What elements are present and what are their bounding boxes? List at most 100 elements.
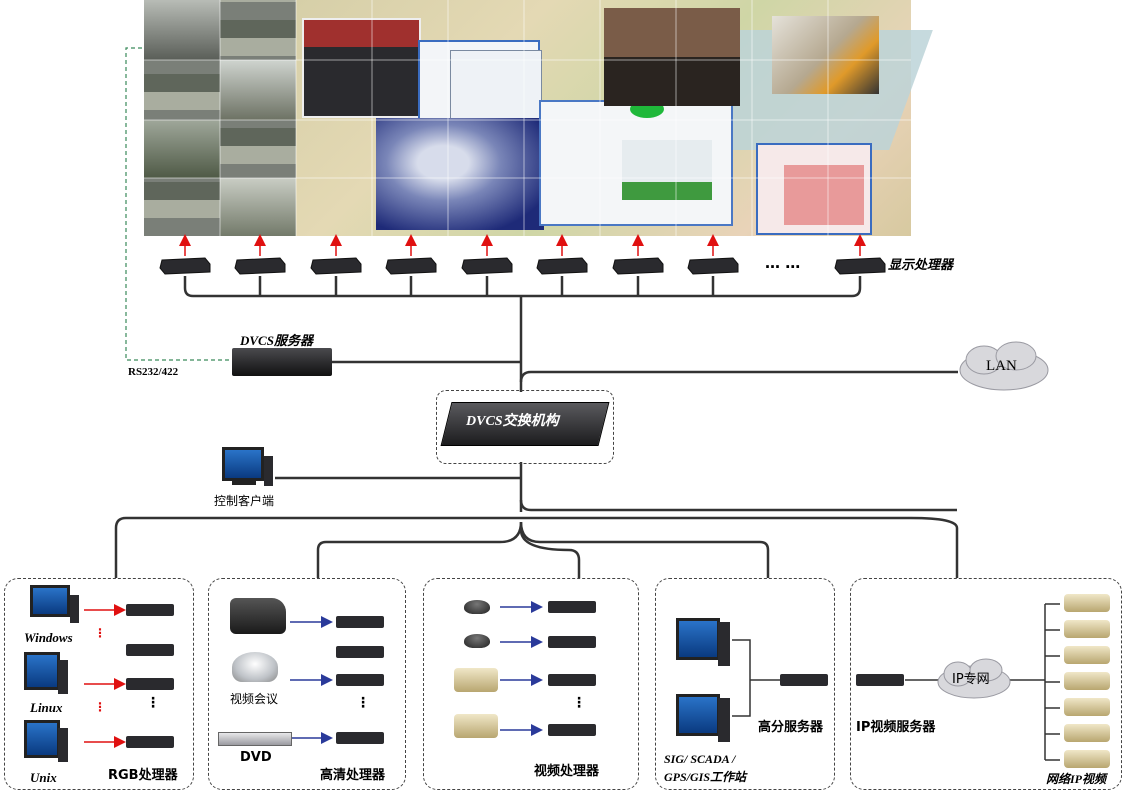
rgb-red-dots-2: ⋮: [94, 700, 106, 714]
ip-camera-2: [1064, 620, 1110, 638]
unix-pc-tower: [58, 728, 68, 762]
dvcs-server-device: [232, 348, 332, 376]
workstation-monitor-1: [676, 618, 720, 660]
display-processor-7: [612, 257, 664, 275]
display-processor-9: [834, 257, 886, 275]
video-processor-4: [548, 724, 596, 736]
waveform-panel: [622, 140, 712, 200]
satellite-image: [376, 118, 544, 230]
ip-camera-1: [1064, 594, 1110, 612]
rgb-processor-4: [126, 736, 174, 748]
dvd-player-icon: [218, 732, 292, 746]
hd-processor-2: [336, 646, 384, 658]
video-processor-3: [548, 674, 596, 686]
ip-camera-4: [1064, 672, 1110, 690]
rgb-red-dots-1: ⋮: [94, 626, 106, 640]
rgb-processor-label: RGB处理器: [108, 768, 178, 783]
control-client-stand: [232, 480, 256, 485]
control-client-tower: [264, 456, 273, 486]
conference-camera-icon: [232, 652, 278, 682]
box-camera-1: [454, 668, 498, 692]
workstation-zone: [655, 578, 835, 790]
video-processor-label: 视频处理器: [534, 764, 600, 779]
video-wall: [144, 0, 933, 236]
dvcs-server-label: DVCS服务器: [240, 333, 313, 348]
video-meeting-window: [604, 8, 740, 106]
ip-video-server-label: IP视频服务器: [856, 720, 936, 735]
linux-pc-monitor: [24, 652, 60, 690]
display-processors: [159, 257, 886, 275]
video-conference-label: 视频会议: [230, 692, 279, 706]
hd-zone: [208, 578, 406, 790]
windows-label: Windows: [24, 630, 73, 645]
hd-processor-1: [336, 616, 384, 628]
display-processor-1: [159, 257, 211, 275]
data-table-highlight: [784, 165, 864, 225]
display-processor-5: [461, 257, 513, 275]
ip-camera-3: [1064, 646, 1110, 664]
workstation-monitor-2: [676, 694, 720, 736]
display-processor-2: [234, 257, 286, 275]
meeting-window: [302, 18, 421, 118]
hd-processor-4: [336, 732, 384, 744]
camera-tile-road-2: [144, 120, 220, 178]
dome-camera-2: [464, 634, 490, 648]
display-processor-6: [536, 257, 588, 275]
ip-camera-7: [1064, 750, 1110, 768]
display-processor-8: [687, 257, 739, 275]
display-processor-4: [385, 257, 437, 275]
box-camera-2: [454, 714, 498, 738]
ip-camera-6: [1064, 724, 1110, 742]
rs232-label: RS232/422: [128, 366, 179, 378]
ip-video-zone: [850, 578, 1122, 790]
video-processor-1: [548, 601, 596, 613]
hd-processor-label: 高清处理器: [320, 768, 386, 783]
rgb-zone: [4, 578, 194, 790]
ellipsis-label: … …: [765, 254, 801, 272]
ip-private-net-cloud: [937, 658, 1011, 699]
hd-dots: ⋮: [356, 695, 370, 711]
unix-pc-monitor: [24, 720, 60, 758]
video-wall-grid: [144, 0, 911, 236]
windows-pc-tower: [70, 595, 79, 623]
linux-label: Linux: [30, 700, 63, 715]
dvcs-switch-label: DVCS交换机构: [466, 414, 559, 429]
control-client-monitor: [222, 447, 264, 481]
workstation-tower-2: [718, 698, 730, 742]
ip-private-net-label: IP专网: [952, 672, 990, 687]
control-client-label: 控制客户端: [214, 494, 275, 508]
dome-camera-1: [464, 600, 490, 614]
lan-label: LAN: [986, 358, 1017, 374]
camcorder-icon: [230, 598, 286, 634]
network-ip-video-label: 网络IP视频: [1046, 772, 1107, 786]
hires-server-device: [780, 674, 828, 686]
rgb-dots: ⋮: [146, 695, 160, 711]
workstation-tower-1: [718, 622, 730, 666]
video-dots: ⋮: [572, 695, 586, 711]
linux-pc-tower: [58, 660, 68, 694]
ip-camera-5: [1064, 698, 1110, 716]
camera-tile-highway: [144, 0, 220, 60]
rgb-processor-2: [126, 644, 174, 656]
workstation-label-line2: GPS/GIS工作站: [664, 770, 747, 784]
hires-server-label: 高分服务器: [758, 720, 824, 735]
dvd-label: DVD: [240, 750, 272, 765]
dvcs-switch-zone: [436, 390, 614, 464]
camera-tile-road-3: [220, 178, 296, 236]
rgb-processor-3: [126, 678, 174, 690]
rescue-photo: [772, 16, 879, 94]
camera-tile-road-1: [220, 60, 296, 120]
rgb-processor-1: [126, 604, 174, 616]
unix-label: Unix: [30, 770, 57, 785]
video-zone: [423, 578, 639, 790]
hd-processor-3: [336, 674, 384, 686]
display-processor-3: [310, 257, 362, 275]
lan-cloud: [959, 341, 1049, 391]
windows-pc-monitor: [30, 585, 70, 617]
ip-video-server-device: [856, 674, 904, 686]
workstation-label-line1: SIG/ SCADA /: [664, 752, 736, 766]
video-processor-2: [548, 636, 596, 648]
display-processor-label: 显示处理器: [888, 257, 954, 272]
